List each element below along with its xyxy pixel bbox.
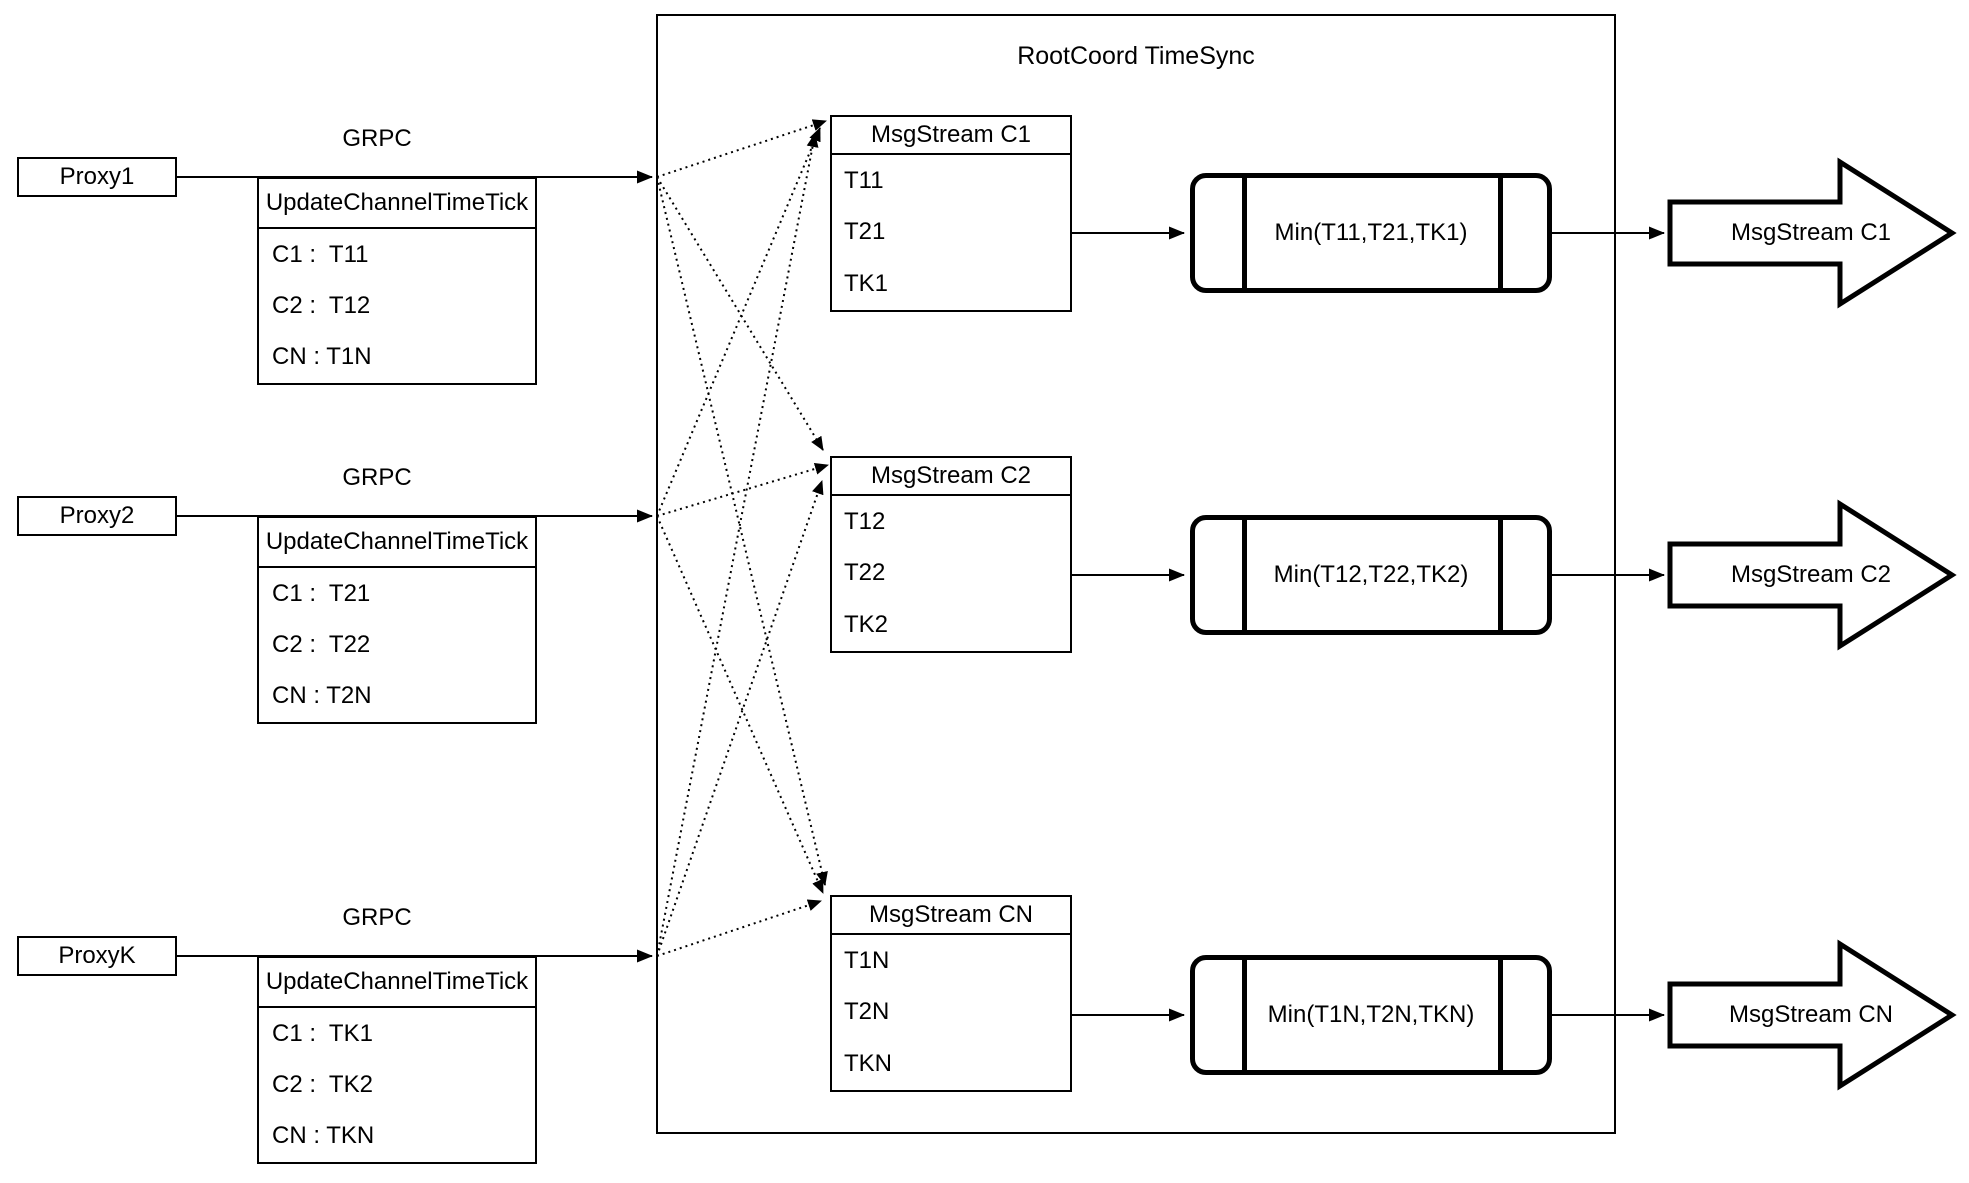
output-arrow-label-2: MsgStream C2 bbox=[1730, 561, 1892, 588]
update-table-row: C1 : T11 bbox=[272, 240, 369, 268]
update-table-row: C2 : T22 bbox=[272, 630, 371, 658]
proxy1-label: Proxy1 bbox=[59, 163, 135, 190]
fan-pk-cn bbox=[656, 899, 822, 957]
msgstream-table-row: TK2 bbox=[844, 611, 889, 639]
update-table-row: C2 : T12 bbox=[272, 291, 371, 319]
min-box-divider bbox=[1242, 960, 1247, 1070]
fanout-dotted-lines bbox=[656, 119, 829, 957]
msgstream-table-c2: MsgStream C2 T12 T22 TK2 bbox=[830, 456, 1072, 653]
grpc-label-2: GRPC bbox=[342, 464, 412, 491]
min-box-2: Min(T12,T22,TK2) bbox=[1190, 515, 1552, 635]
min-box-divider bbox=[1498, 520, 1503, 630]
update-table-row: C2 : TK2 bbox=[272, 1070, 373, 1098]
grpc-label-1: GRPC bbox=[342, 125, 412, 152]
update-table-row: CN : T2N bbox=[272, 682, 372, 710]
min-label-1: Min(T11,T21,TK1) bbox=[1274, 219, 1468, 246]
min-box-divider bbox=[1242, 520, 1247, 630]
output-arrow-label-3: MsgStream CN bbox=[1728, 1001, 1894, 1028]
msgstream-table-row: T22 bbox=[844, 559, 886, 587]
fan-pk-c1 bbox=[656, 133, 819, 957]
update-table-header: UpdateChannelTimeTick bbox=[259, 958, 535, 1008]
proxy2-label: Proxy2 bbox=[59, 502, 135, 529]
msgstream-table-c1: MsgStream C1 T11 T21 TK1 bbox=[830, 115, 1072, 312]
output-arrows bbox=[1667, 157, 1957, 1091]
min-box-divider bbox=[1498, 178, 1503, 288]
min-box-divider bbox=[1242, 178, 1247, 288]
update-timetick-table-3: UpdateChannelTimeTick C1 : TK1 C2 : TK2 … bbox=[257, 956, 537, 1164]
proxyk-label: ProxyK bbox=[58, 942, 136, 969]
fan-p2-c1 bbox=[656, 127, 821, 517]
fan-p2-cn bbox=[656, 515, 824, 894]
update-table-row: CN : T1N bbox=[272, 343, 372, 371]
fan-p1-cn bbox=[656, 176, 828, 886]
min-label-3: Min(T1N,T2N,TKN) bbox=[1267, 1001, 1475, 1028]
update-table-row: C1 : T21 bbox=[272, 579, 371, 607]
update-table-row: CN : TKN bbox=[272, 1122, 375, 1150]
msgstream-table-row: TKN bbox=[844, 1050, 892, 1078]
msgstream-table-header: MsgStream CN bbox=[832, 897, 1070, 935]
msgstream-table-cn: MsgStream CN T1N T2N TKN bbox=[830, 895, 1072, 1092]
fan-pk-c2 bbox=[656, 480, 824, 957]
update-table-row: C1 : TK1 bbox=[272, 1019, 373, 1047]
msgstream-table-row: T2N bbox=[844, 998, 890, 1026]
fan-p2-c2 bbox=[656, 462, 829, 517]
output-arrow-label-1: MsgStream C1 bbox=[1730, 219, 1892, 246]
msgstream-table-row: T1N bbox=[844, 946, 890, 974]
proxy1-box: Proxy1 bbox=[17, 157, 177, 197]
msgstream-table-row: TK1 bbox=[844, 270, 889, 298]
output-arrow-shape-3 bbox=[1667, 939, 1957, 1091]
msgstream-table-header: MsgStream C1 bbox=[832, 117, 1070, 155]
fan-p1-c1 bbox=[656, 119, 827, 178]
update-table-header: UpdateChannelTimeTick bbox=[259, 179, 535, 229]
msgstream-table-row: T12 bbox=[844, 507, 886, 535]
grpc-label-3: GRPC bbox=[342, 904, 412, 931]
msgstream-table-header: MsgStream C2 bbox=[832, 458, 1070, 496]
msgstream-table-row: T11 bbox=[844, 166, 884, 194]
update-timetick-table-2: UpdateChannelTimeTick C1 : T21 C2 : T22 … bbox=[257, 516, 537, 724]
update-timetick-table-1: UpdateChannelTimeTick C1 : T11 C2 : T12 … bbox=[257, 177, 537, 385]
proxyk-box: ProxyK bbox=[17, 936, 177, 976]
output-arrow-shape-2 bbox=[1667, 499, 1957, 651]
proxy2-box: Proxy2 bbox=[17, 496, 177, 536]
update-table-header: UpdateChannelTimeTick bbox=[259, 518, 535, 568]
min-box-divider bbox=[1498, 960, 1503, 1070]
min-box-3: Min(T1N,T2N,TKN) bbox=[1190, 955, 1552, 1075]
rootcoord-title: RootCoord TimeSync bbox=[1017, 42, 1255, 70]
output-arrow-shape-1 bbox=[1667, 157, 1957, 309]
min-box-1: Min(T11,T21,TK1) bbox=[1190, 173, 1552, 293]
msgstream-table-row: T21 bbox=[844, 218, 886, 246]
min-label-2: Min(T12,T22,TK2) bbox=[1273, 561, 1469, 588]
